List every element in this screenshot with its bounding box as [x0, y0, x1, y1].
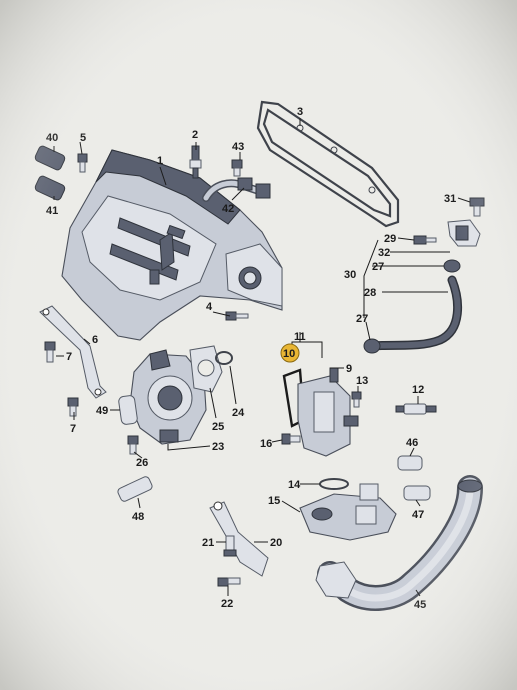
photo-vignette — [0, 0, 517, 690]
diagram-canvas: 1 2 3 4 5 6 7 7 9 10 11 12 13 14 15 16 2… — [0, 0, 517, 690]
exploded-parts-diagram: 1 2 3 4 5 6 7 7 9 10 11 12 13 14 15 16 2… — [0, 0, 517, 690]
